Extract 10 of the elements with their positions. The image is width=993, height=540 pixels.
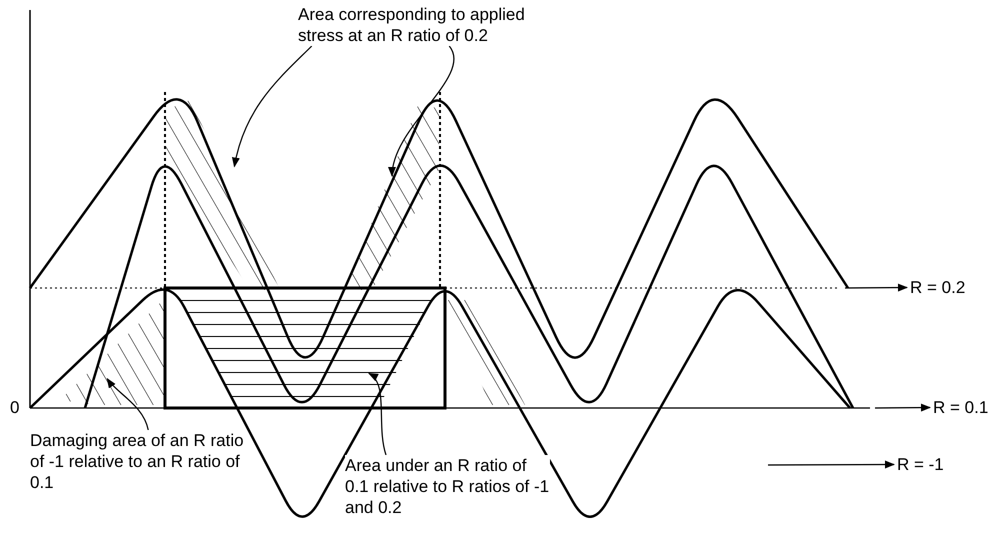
hatched-area: [447, 300, 525, 405]
arrow: [768, 460, 895, 469]
hatched-area: [166, 100, 280, 290]
leader-line: [106, 378, 149, 430]
leader-line: [389, 46, 454, 177]
axis-label: 0: [10, 397, 20, 418]
leader-line: [232, 46, 312, 168]
arrow: [875, 404, 931, 412]
leader-line: [368, 372, 387, 456]
arrow: [845, 284, 908, 292]
